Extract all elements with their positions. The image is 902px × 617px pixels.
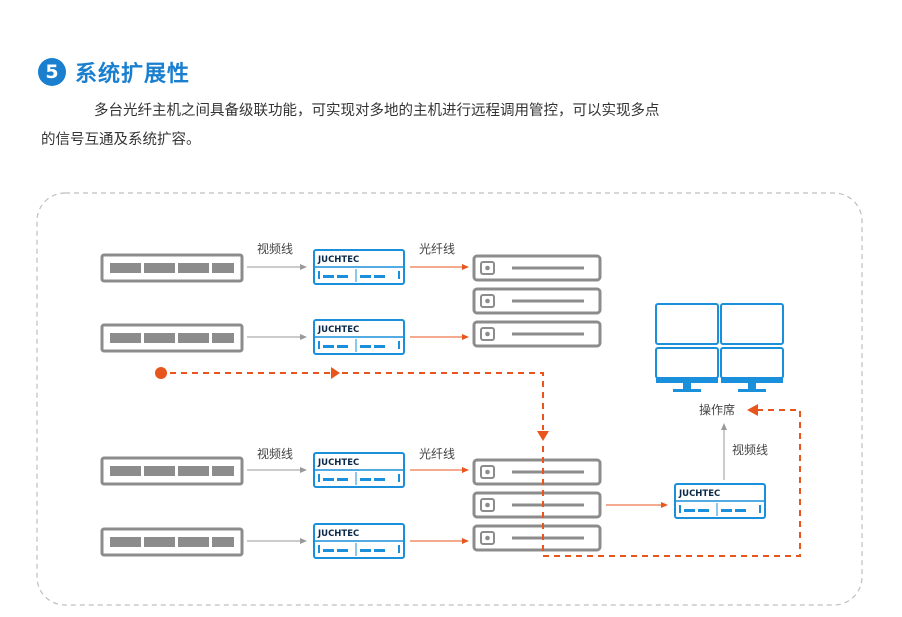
video-source-2 — [100, 323, 244, 353]
label-video-line-console: 视频线 — [732, 442, 768, 457]
monitor — [655, 347, 719, 393]
section-description: 多台光纤主机之间具备级联功能，可实现对多地的主机进行远程调用管控，可以实现多点 … — [41, 97, 811, 155]
label-console: 操作席 — [699, 402, 735, 417]
monitor — [655, 303, 719, 345]
cascade-arrowhead — [537, 431, 549, 441]
monitor — [720, 303, 784, 345]
label-video-line: 视频线 — [257, 241, 293, 256]
brand-label: JUCHTEC — [317, 458, 359, 468]
label-fiber-line: 光纤线 — [419, 447, 455, 461]
video-source-1 — [100, 253, 244, 283]
monitor — [720, 347, 784, 393]
video-source-3 — [100, 456, 244, 486]
fiber-host-server — [472, 491, 602, 519]
cascade-arrowhead — [331, 367, 340, 379]
brand-label: JUCHTEC — [678, 489, 720, 499]
brand-label: JUCHTEC — [317, 325, 359, 335]
fiber-host-server — [472, 254, 602, 282]
brand-label: JUCHTEC — [317, 529, 359, 539]
section-header: 5 系统扩展性 — [38, 56, 190, 88]
diagram-border — [36, 192, 863, 606]
fiber-host-server — [472, 320, 602, 348]
label-fiber-line: 光纤线 — [419, 242, 455, 256]
return-link — [542, 409, 801, 557]
section-title: 系统扩展性 — [75, 62, 191, 87]
video-source-4 — [100, 527, 244, 557]
fiber-host-server — [472, 287, 602, 315]
return-arrowhead — [747, 404, 758, 416]
cascade-start-dot — [155, 367, 167, 379]
fiber-host-server — [472, 524, 602, 552]
description-line-1: 多台光纤主机之间具备级联功能，可实现对多地的主机进行远程调用管控，可以实现多点 — [94, 103, 660, 119]
label-video-line: 视频线 — [257, 446, 293, 461]
cascade-link — [342, 372, 544, 430]
section-number-badge: 5 — [38, 58, 66, 86]
fiber-host-server — [472, 458, 602, 486]
brand-label: JUCHTEC — [317, 255, 359, 265]
description-line-2: 的信号互通及系统扩容。 — [41, 132, 201, 148]
